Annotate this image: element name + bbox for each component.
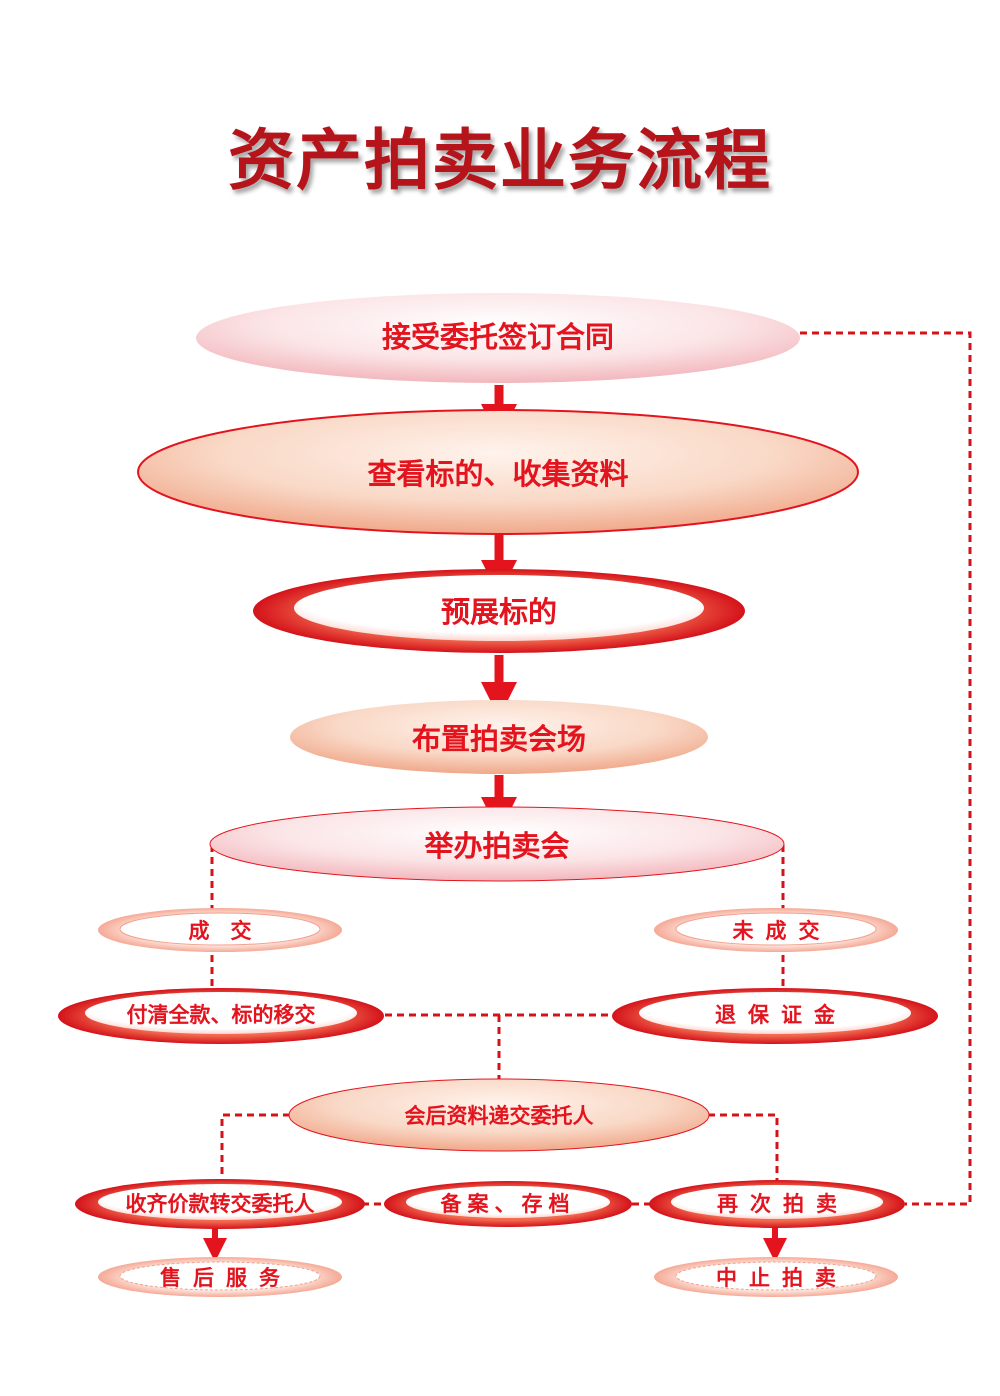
- node-shape-stop: [654, 1257, 898, 1297]
- node-shape-s2: [137, 409, 859, 535]
- node-shape-aftersale: [98, 1257, 342, 1297]
- node-shape-pay: [58, 988, 384, 1044]
- step-venue: 布置拍卖会场: [411, 722, 587, 756]
- page-title: 资产拍卖业务流程: [228, 121, 772, 199]
- step-refund-deposit: 退保证金: [715, 1003, 847, 1027]
- post-split-connector: [220, 1113, 779, 1180]
- node-shape-no-deal: [654, 908, 898, 952]
- loop-back-connector: [800, 331, 972, 1206]
- step-after-sale: 售后服务: [160, 1266, 292, 1290]
- node-shape-archive: [384, 1181, 632, 1227]
- node-shape-s3: [253, 569, 745, 653]
- step-preview: 预展标的: [440, 595, 558, 629]
- step-pay-transfer: 付清全款、标的移交: [126, 1003, 316, 1027]
- step-inspect-collect: 查看标的、收集资料: [367, 457, 629, 491]
- step-archive: 备案、存档: [440, 1192, 576, 1216]
- result-next-connectors: [210, 955, 785, 990]
- dashed-connectors: [210, 331, 972, 1206]
- node-shape-refund: [612, 988, 938, 1044]
- node-shape-collect: [75, 1179, 365, 1229]
- outcome-no-deal: 未成交: [732, 919, 832, 943]
- step-stop-auction: 中止拍卖: [716, 1266, 848, 1290]
- node-shape-deal: [98, 908, 342, 952]
- step-reauction: 再次拍卖: [717, 1192, 849, 1216]
- node-shape-s1: [196, 293, 800, 383]
- step-post-docs: 会后资料递交委托人: [404, 1104, 594, 1128]
- node-shape-reauction: [649, 1180, 905, 1228]
- outcome-deal: 成 交: [188, 919, 252, 943]
- node-shape-s5: [209, 806, 785, 882]
- step-collect-payment: 收齐价款转交委托人: [125, 1192, 315, 1216]
- node-shape-s4: [290, 700, 708, 774]
- merge-connector: [385, 1013, 612, 1080]
- step-sign-contract: 接受委托签订合同: [381, 320, 615, 354]
- step-hold-auction: 举办拍卖会: [424, 829, 570, 863]
- result-connectors: [210, 845, 785, 910]
- node-shape-post: [288, 1078, 710, 1152]
